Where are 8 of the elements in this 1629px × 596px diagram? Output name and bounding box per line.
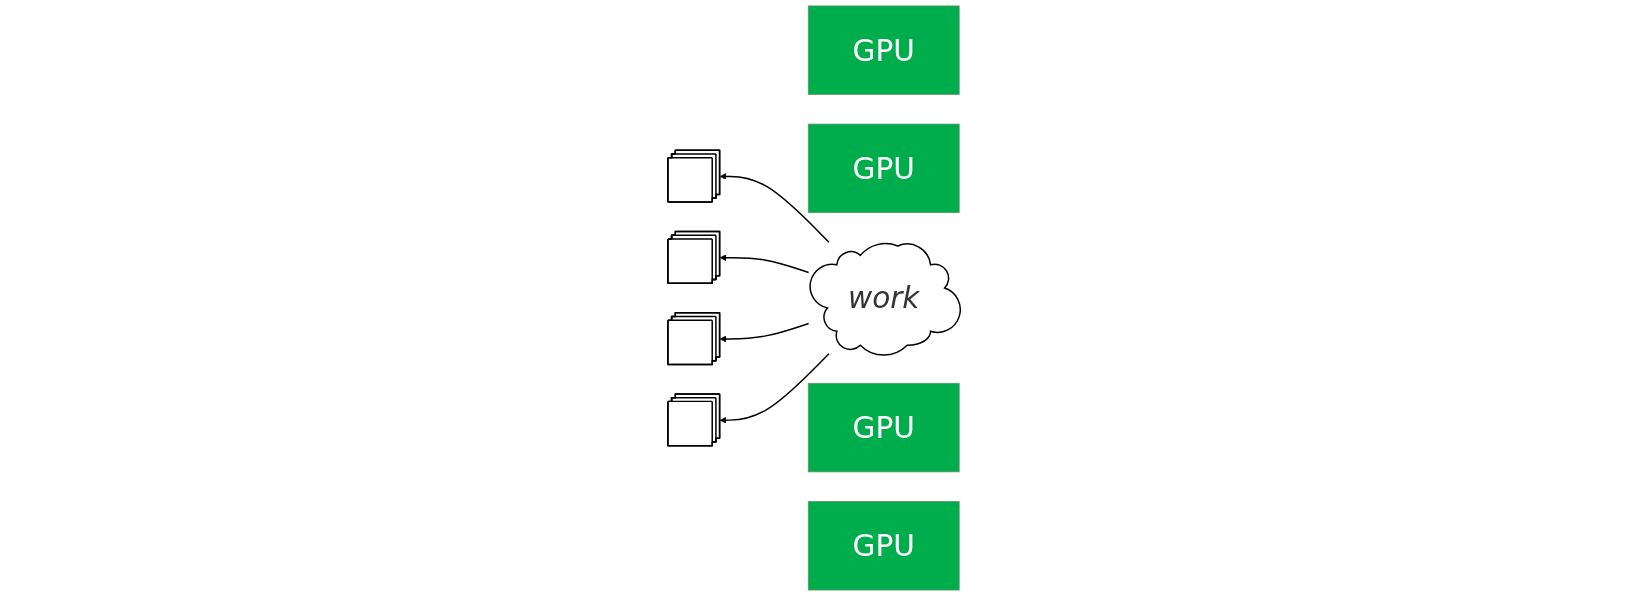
arrow (720, 254, 810, 274)
node-box: GPU (808, 501, 960, 591)
node-box: GPU (808, 123, 960, 214)
arrow (720, 353, 831, 424)
node-box: GPU (808, 382, 960, 473)
arrow (720, 173, 831, 243)
node-box: GPU (808, 5, 960, 95)
arrow (720, 322, 810, 343)
